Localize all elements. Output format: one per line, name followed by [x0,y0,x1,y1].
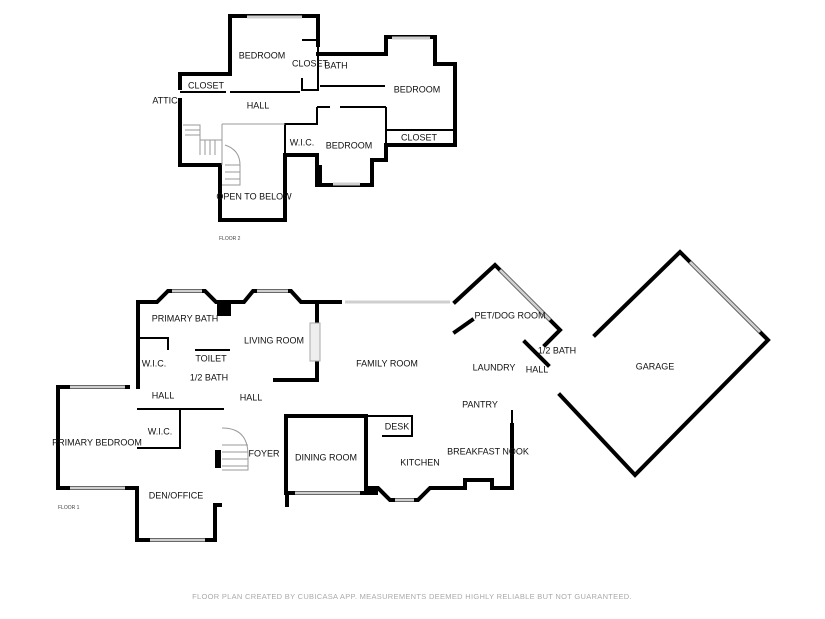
room-label-attic: ATTIC [152,95,178,105]
column [366,487,378,495]
floor-1-windows [70,260,762,542]
room-label-closet: CLOSET [188,80,225,90]
room-label-den-office: DEN/OFFICE [149,490,204,500]
room-label-closet: CLOSET [401,132,438,142]
floor-2-stairs [183,124,241,186]
room-label-primary-bath: PRIMARY BATH [152,313,219,323]
fireplace [309,322,321,362]
room-label-kitchen: KITCHEN [400,457,440,467]
room-label-half-bath: 1/2 BATH [190,372,228,382]
floor-2-walls [178,14,457,222]
room-label-hall: HALL [152,390,175,400]
room-label-bedroom: BEDROOM [326,140,373,150]
room-label-living-room: LIVING ROOM [244,335,304,345]
room-label-primary-bedroom: PRIMARY BEDROOM [52,437,142,447]
room-label-laundry: LAUNDRY [473,362,516,372]
room-label-wic: W.I.C. [142,358,167,368]
room-label-desk: DESK [385,421,410,431]
floor-2-label: FLOOR 2 [219,236,241,242]
room-label-hall: HALL [526,364,549,374]
column [215,450,221,468]
room-label-wic: W.I.C. [148,426,173,436]
room-label-half-bath: 1/2 BATH [538,345,576,355]
room-label-pet-dog-room: PET/DOG ROOM [474,310,545,320]
room-label-closet: CLOSET [292,58,329,68]
room-label-hall: HALL [240,392,263,402]
room-label-bath: BATH [324,60,347,70]
footer-disclaimer: FLOOR PLAN CREATED BY CUBICASA APP. MEAS… [192,592,632,601]
room-label-toilet: TOILET [195,353,227,363]
floor-1-stairs [221,427,249,471]
room-label-pantry: PANTRY [462,399,498,409]
room-label-garage: GARAGE [636,361,675,371]
room-label-open-to-below: OPEN TO BELOW [216,191,292,201]
room-label-family-room: FAMILY ROOM [356,358,418,368]
room-label-hall: HALL [247,100,270,110]
floor-2-plan: BEDROOM CLOSET BATH BEDROOM CLOSET CLOSE… [152,14,457,242]
floor-1-plan: PRIMARY BATH LIVING ROOM FAMILY ROOM W.I… [52,249,771,542]
chimney [217,302,231,316]
room-label-breakfast-nook: BREAKFAST NOOK [447,446,529,456]
room-label-foyer: FOYER [248,448,280,458]
room-label-bedroom: BEDROOM [239,50,286,60]
floor-2-windows [247,15,430,186]
room-label-wic: W.I.C. [290,137,315,147]
room-label-dining-room: DINING ROOM [295,452,357,462]
floor-1-label: FLOOR 1 [58,505,80,511]
room-label-bedroom: BEDROOM [394,84,441,94]
